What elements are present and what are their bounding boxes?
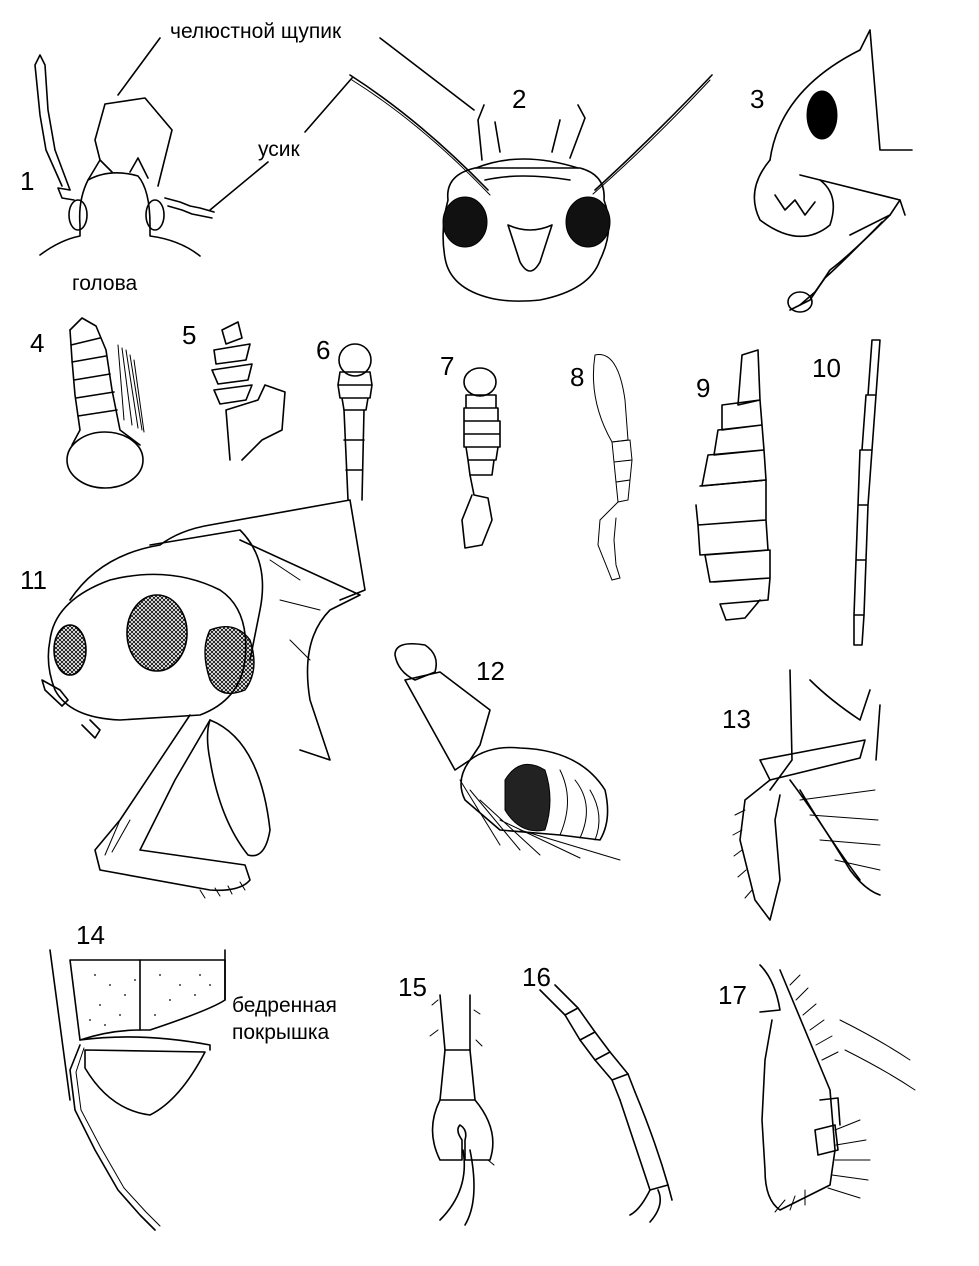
figure-number-11: 11 (20, 565, 47, 595)
figure-number-2: 2 (512, 84, 527, 114)
figure-number-16: 16 (522, 962, 551, 992)
label-head: голова (72, 272, 138, 295)
figure-number-13: 13 (722, 704, 751, 734)
figure-number-10: 10 (812, 353, 841, 383)
fig-7-antenna (461, 367, 501, 549)
figure-number-15: 15 (398, 972, 427, 1002)
figure-number-3: 3 (750, 84, 765, 114)
figure-number-5: 5 (182, 320, 197, 350)
fig-17-leg (759, 964, 916, 1213)
figure-number-4: 4 (30, 328, 45, 358)
fig-3-head-side (753, 29, 913, 313)
figure-number-8: 8 (570, 362, 585, 392)
figure-number-14: 14 (76, 920, 105, 950)
fig-10-antenna (853, 339, 881, 646)
figure-number-6: 6 (316, 335, 331, 365)
label-femoral-cover-line2: покрышка (232, 1021, 330, 1044)
fig-4-antenna (66, 317, 145, 489)
figure-number-9: 9 (696, 373, 711, 403)
leader-lines (117, 37, 475, 211)
figure-number-7: 7 (440, 351, 455, 381)
fig-12-antenna (394, 642, 621, 861)
fig-14-femoral-cover (49, 949, 226, 1231)
figure-number-12: 12 (476, 656, 505, 686)
label-antenna: усик (258, 138, 300, 161)
fig-16-tarsus (539, 984, 673, 1223)
fig-1-head (34, 54, 215, 257)
figure-number-1: 1 (20, 166, 35, 196)
fig-2-head-front (349, 74, 713, 302)
label-femoral-cover-line1: бедренная (232, 994, 337, 1017)
fig-11-bug-head (41, 499, 366, 899)
fig-6-antenna (337, 343, 373, 501)
fig-9-antenna (695, 349, 771, 621)
figure-number-17: 17 (718, 980, 747, 1010)
fig-5-antenna (211, 321, 286, 461)
label-maxillary-palp: челюстной щупик (170, 20, 342, 43)
fig-15-tarsus (429, 994, 495, 1226)
fig-8-antenna (592, 354, 633, 581)
fig-13-leg (732, 669, 881, 921)
